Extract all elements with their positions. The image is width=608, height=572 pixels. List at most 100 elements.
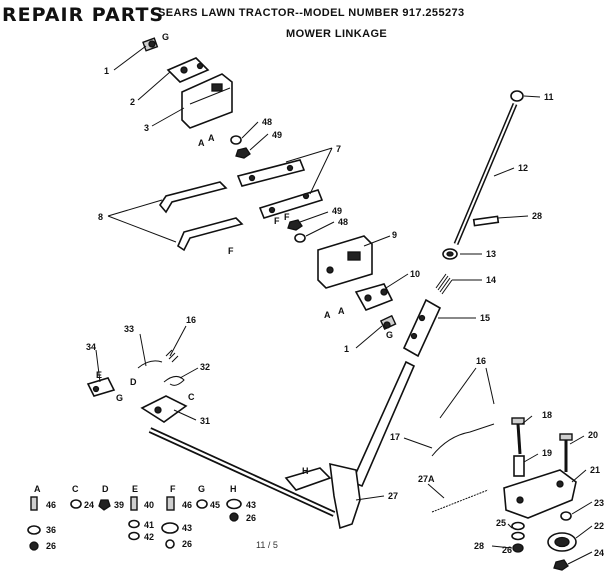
part-13-nut — [442, 248, 458, 260]
connector-e: E — [96, 370, 102, 380]
part-7-link-upper — [236, 159, 306, 187]
callout-49-mid: 49 — [332, 206, 342, 216]
part-27-lift-shaft — [148, 360, 416, 530]
part-1-bolt — [142, 37, 159, 52]
callout-11: 11 — [544, 92, 554, 102]
callout-48-mid: 48 — [338, 217, 348, 227]
part-33-arm — [137, 360, 163, 369]
connector-f: F — [284, 212, 290, 222]
part-10-arm — [354, 283, 394, 311]
connector-a: A — [198, 138, 205, 148]
callout-18: 18 — [542, 410, 552, 420]
callout-21: 21 — [590, 465, 600, 475]
callout-13: 13 — [486, 249, 496, 259]
part-34-link — [86, 377, 116, 397]
hardware-group-e: E 40 41 42 — [128, 484, 154, 542]
callout-16-left: 16 — [186, 315, 196, 325]
callout-49-top: 49 — [272, 130, 282, 140]
hardware-letter-d: D — [102, 484, 109, 494]
hardware-letter-c: C — [72, 484, 79, 494]
callout-28-lower: 28 — [474, 541, 484, 551]
part-15-tube — [402, 298, 442, 358]
callout-32: 32 — [200, 362, 210, 372]
connector-a: A — [338, 306, 345, 316]
callout-3: 3 — [144, 123, 149, 133]
part-31-bracket — [140, 395, 188, 423]
hardware-letter-e: E — [132, 484, 138, 494]
connector-a: A — [324, 310, 331, 320]
hardware-part-36: 36 — [46, 525, 56, 535]
callout-19: 19 — [542, 448, 552, 458]
part-32-clip — [163, 376, 185, 386]
part-11-knob — [510, 90, 524, 102]
connector-letters: G A A F F F A A G E D C G H — [96, 32, 393, 476]
part-49-nut-top — [235, 147, 251, 159]
callout-28-upper: 28 — [532, 211, 542, 221]
part-3-bracket — [181, 73, 233, 129]
page-title: REPAIR PARTS — [2, 4, 165, 26]
hardware-part-39: 39 — [114, 500, 124, 510]
hardware-part-46: 46 — [46, 500, 56, 510]
connector-d: D — [130, 377, 137, 387]
callout-48-top: 48 — [262, 117, 272, 127]
hardware-part-42: 42 — [144, 532, 154, 542]
part-14-spring — [435, 273, 453, 295]
callout-20: 20 — [588, 430, 598, 440]
connector-f: F — [274, 216, 280, 226]
part-48-washer-top — [230, 135, 242, 145]
connector-f: F — [228, 246, 234, 256]
callout-27: 27 — [388, 491, 398, 501]
connector-h: H — [302, 466, 309, 476]
callout-15: 15 — [480, 313, 490, 323]
hardware-group-d: D 39 — [98, 484, 124, 511]
part-48-washer-mid — [294, 233, 306, 243]
connector-g: G — [116, 393, 123, 403]
hardware-letter-a: A — [34, 484, 41, 494]
hardware-part-46-f: 46 — [182, 500, 192, 510]
model-number: SEARS LAWN TRACTOR--MODEL NUMBER 917.255… — [158, 7, 465, 19]
hardware-part-26-h: 26 — [246, 513, 256, 523]
hardware-letter-h: H — [230, 484, 237, 494]
part-7-link-lower — [258, 189, 324, 219]
connector-g: G — [386, 330, 393, 340]
callout-1-lower: 1 — [344, 344, 349, 354]
callout-1: 1 — [104, 66, 109, 76]
part-24-nut — [553, 559, 569, 571]
hardware-letter-g: G — [198, 484, 205, 494]
callout-10: 10 — [410, 269, 420, 279]
callout-12: 12 — [518, 163, 528, 173]
callout-2: 2 — [130, 97, 135, 107]
part-12-lift-rod — [453, 103, 518, 245]
hardware-key: A 46 36 26 C 24 D 39 E 40 41 42 — [27, 484, 256, 551]
callout-22: 22 — [594, 521, 604, 531]
hardware-part-40: 40 — [144, 500, 154, 510]
part-8-link-lower — [177, 217, 244, 252]
hardware-group-h: H 43 26 — [226, 484, 256, 523]
callout-9: 9 — [392, 230, 397, 240]
callout-16-right: 16 — [476, 356, 486, 366]
callout-34: 34 — [86, 342, 96, 352]
callout-26: 26 — [502, 545, 512, 555]
callout-23: 23 — [594, 498, 604, 508]
callout-8: 8 — [98, 212, 103, 222]
part-9-bracket — [317, 235, 373, 289]
hardware-group-c: C 24 — [70, 484, 94, 510]
hardware-part-41: 41 — [144, 520, 154, 530]
part-2-bracket — [166, 57, 210, 83]
hardware-part-26-f: 26 — [182, 539, 192, 549]
connector-c: C — [188, 392, 195, 402]
part-8-link-upper — [158, 181, 228, 214]
hardware-part-45: 45 — [210, 500, 220, 510]
callout-14: 14 — [486, 275, 496, 285]
callout-27a: 27A — [418, 474, 435, 484]
part-1-bolt-lower — [379, 314, 397, 330]
part-28-pin-upper — [472, 215, 500, 227]
part-19-spacer — [513, 455, 525, 477]
page-number: 11 / 5 — [256, 540, 278, 550]
part-26-nut — [512, 543, 524, 553]
section-subtitle: MOWER LINKAGE — [286, 28, 388, 40]
hardware-part-24: 24 — [84, 500, 94, 510]
hardware-part-43: 43 — [182, 523, 192, 533]
callout-31: 31 — [200, 416, 210, 426]
hardware-group-f: F 46 43 26 — [161, 484, 192, 549]
